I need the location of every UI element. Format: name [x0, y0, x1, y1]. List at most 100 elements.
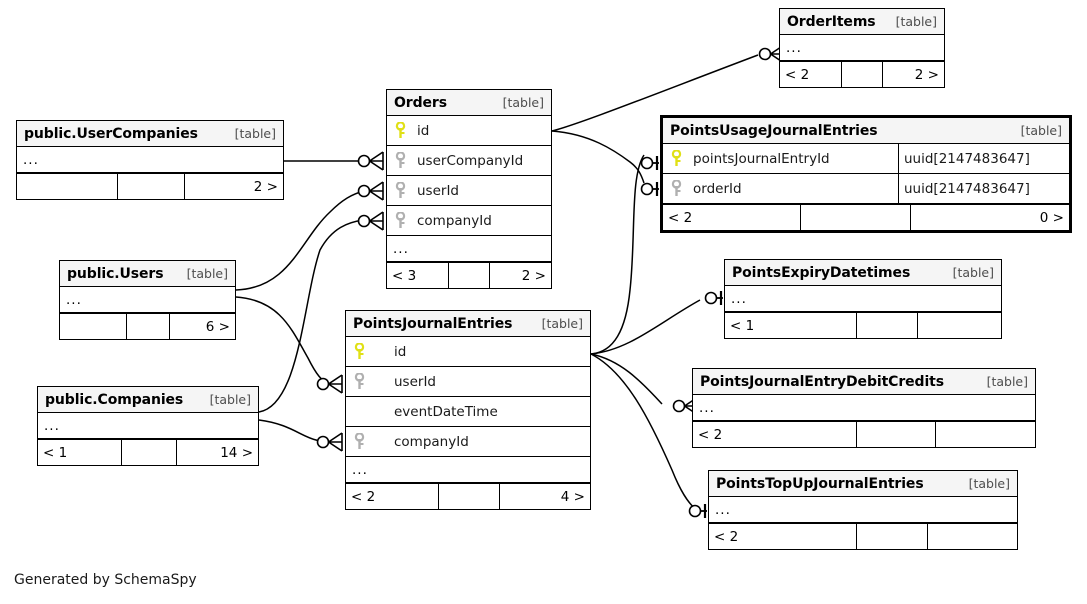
table-title-companies: public.Companies [table]	[38, 387, 258, 413]
footer-right: 6 >	[205, 318, 230, 335]
table-node-pointsusagejournalentries[interactable]: PointsUsageJournalEntries [table] points…	[660, 115, 1072, 233]
table-node-pointsjournalentrydebitcredits[interactable]: PointsJournalEntryDebitCredits [table] .…	[692, 368, 1036, 448]
table-title-pointsjournalentries: PointsJournalEntries [table]	[346, 311, 590, 337]
column-name: id	[417, 122, 430, 139]
footer-mid	[118, 174, 185, 199]
marker-puje-orderid	[640, 180, 661, 198]
footer-mid	[127, 314, 171, 339]
table-node-users[interactable]: public.Users [table] ... 6 >	[59, 260, 236, 340]
table-tag: [table]	[502, 95, 544, 110]
table-footer: 2 >	[17, 173, 283, 199]
footer-mid	[801, 205, 911, 230]
column-name: userId	[394, 373, 436, 390]
table-row-column[interactable]: userId	[387, 176, 551, 206]
table-row-column[interactable]: eventDateTime	[346, 397, 590, 427]
footer-left: < 2	[693, 422, 858, 447]
table-footer: < 1	[725, 312, 1001, 338]
column-name: userId	[417, 182, 459, 199]
table-title-pointsusagejournalentries: PointsUsageJournalEntries [table]	[663, 118, 1069, 144]
table-node-orders[interactable]: Orders [table] id userCompanyId userId	[386, 89, 552, 289]
table-name: Orders	[394, 94, 447, 111]
column-name: eventDateTime	[394, 403, 498, 420]
edge-pje-puje	[590, 154, 645, 355]
column-name: companyId	[417, 212, 492, 229]
table-node-usercompanies[interactable]: public.UserCompanies [table] ... 2 >	[16, 120, 284, 200]
table-row-ellipsis: ...	[387, 236, 551, 262]
marker-orders-userid	[357, 181, 384, 201]
footer-mid	[857, 422, 936, 447]
schemaspy-credit: Generated by SchemaSpy	[14, 572, 197, 588]
footer-right	[928, 524, 1017, 549]
footer-left: < 3	[387, 263, 450, 288]
footer-left: < 2	[346, 484, 439, 509]
footer-right: 2 >	[914, 66, 939, 83]
foreign-key-icon	[387, 182, 413, 199]
table-tag: [table]	[186, 266, 228, 281]
table-footer: < 2	[693, 421, 1035, 447]
table-tag: [table]	[209, 392, 251, 407]
table-title-orderitems: OrderItems [table]	[780, 9, 944, 35]
edge-pje-ptuje	[590, 353, 699, 512]
marker-pje-userid	[316, 374, 343, 394]
table-row-ellipsis: ...	[38, 413, 258, 439]
footer-right: 4 >	[560, 488, 585, 505]
table-footer: < 2 4 >	[346, 483, 590, 509]
marker-pointstopup	[688, 502, 709, 520]
column-name: pointsJournalEntryId	[693, 150, 830, 167]
table-node-companies[interactable]: public.Companies [table] ... < 1 14 >	[37, 386, 259, 466]
table-row-column[interactable]: id	[387, 116, 551, 146]
primary-key-icon	[346, 343, 372, 360]
table-row-ellipsis: ...	[709, 497, 1017, 523]
table-row-ellipsis: ...	[60, 287, 235, 313]
table-row-column[interactable]: companyId	[387, 206, 551, 236]
table-row-column[interactable]: id	[346, 337, 590, 367]
footer-left	[60, 314, 127, 339]
table-node-pointsexpirydatetimes[interactable]: PointsExpiryDatetimes [table] ... < 1	[724, 259, 1002, 339]
table-footer: < 2 2 >	[780, 61, 944, 87]
table-name: PointsJournalEntries	[353, 315, 513, 332]
foreign-key-icon	[387, 212, 413, 229]
footer-right: 2 >	[521, 267, 546, 284]
table-row-ellipsis: ...	[693, 395, 1035, 421]
footer-mid	[449, 263, 491, 288]
foreign-key-icon	[346, 373, 372, 390]
table-tag: [table]	[968, 476, 1010, 491]
column-name: orderId	[693, 180, 742, 197]
table-row-ellipsis: ...	[780, 35, 944, 61]
table-footer: < 3 2 >	[387, 262, 551, 288]
table-row-column[interactable]: pointsJournalEntryId uuid[2147483647]	[663, 144, 1069, 174]
footer-right: 14 >	[220, 444, 253, 461]
table-node-pointsjournalentries[interactable]: PointsJournalEntries [table] id userId e…	[345, 310, 591, 510]
table-node-orderitems[interactable]: OrderItems [table] ... < 2 2 >	[779, 8, 945, 88]
primary-key-icon	[387, 122, 413, 139]
table-footer: < 2	[709, 523, 1017, 549]
table-footer: < 2 0 >	[663, 204, 1069, 230]
footer-left: < 2	[709, 524, 857, 549]
table-name: public.UserCompanies	[24, 125, 198, 142]
table-row-column[interactable]: userCompanyId	[387, 146, 551, 176]
column-name: userCompanyId	[417, 152, 524, 169]
foreign-key-icon	[663, 180, 689, 197]
foreign-key-icon	[346, 433, 372, 450]
footer-left: < 2	[663, 205, 802, 230]
edge-users-pje	[235, 296, 331, 385]
table-name: PointsTopUpJournalEntries	[716, 475, 924, 492]
table-node-pointstopupjournalentries[interactable]: PointsTopUpJournalEntries [table] ... < …	[708, 470, 1018, 550]
footer-right: 0 >	[1039, 209, 1064, 226]
table-row-column[interactable]: companyId	[346, 427, 590, 457]
footer-mid	[122, 440, 177, 465]
table-tag: [table]	[952, 265, 994, 280]
table-name: PointsExpiryDatetimes	[732, 264, 911, 281]
edge-users-orders	[235, 190, 365, 291]
table-footer: 6 >	[60, 313, 235, 339]
footer-mid	[857, 313, 919, 338]
table-tag: [table]	[541, 316, 583, 331]
primary-key-icon	[663, 150, 689, 167]
table-title-orders: Orders [table]	[387, 90, 551, 116]
table-row-column[interactable]: orderId uuid[2147483647]	[663, 174, 1069, 204]
foreign-key-icon	[387, 152, 413, 169]
table-row-column[interactable]: userId	[346, 367, 590, 397]
edge-orders-puje	[551, 130, 645, 184]
table-tag: [table]	[895, 14, 937, 29]
